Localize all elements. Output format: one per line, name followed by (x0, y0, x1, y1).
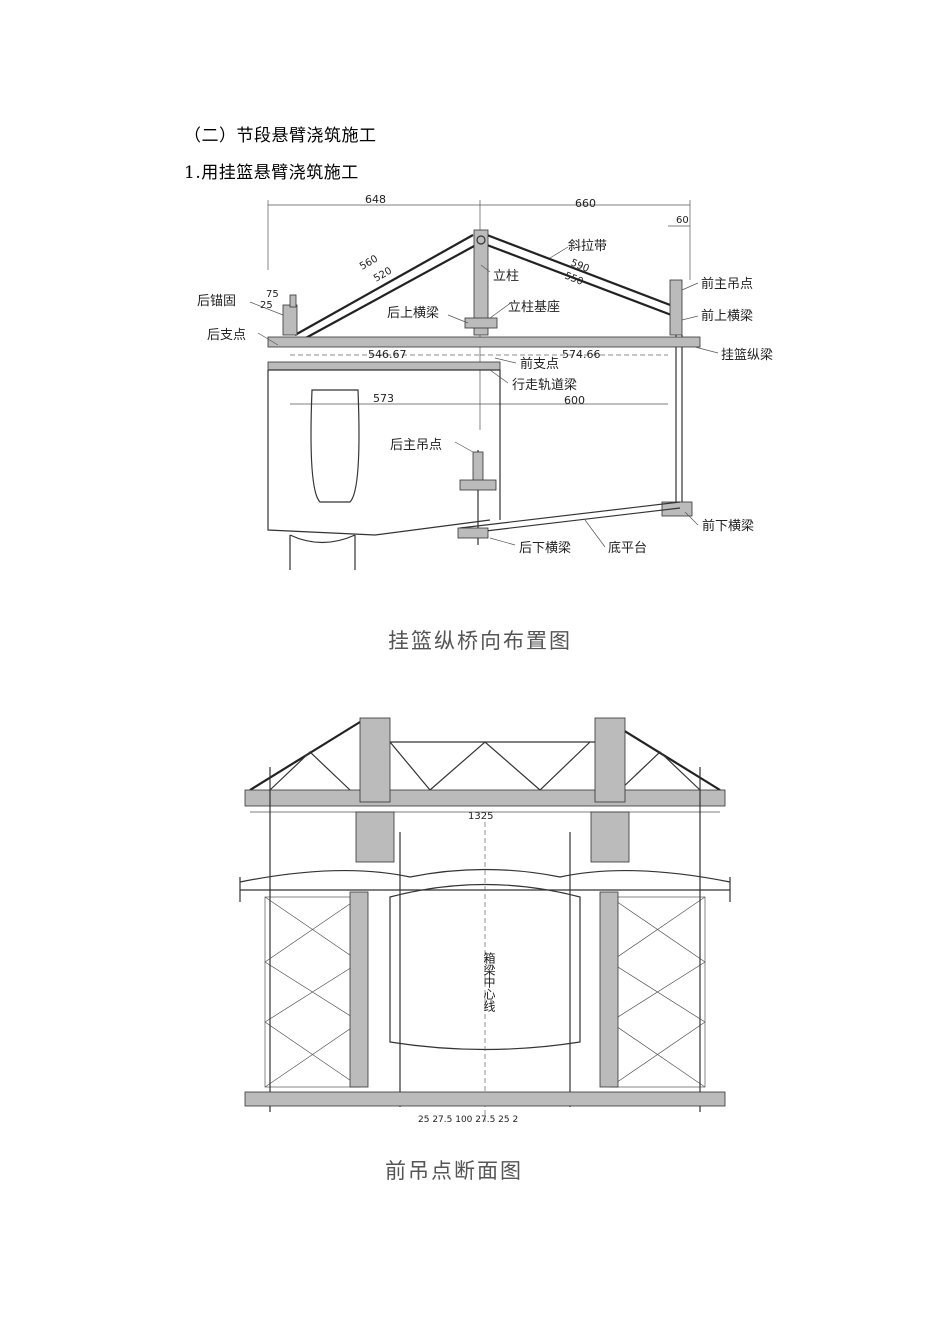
front-upper-beam (244, 789, 726, 807)
column (473, 229, 489, 336)
dim-560: 560 (358, 254, 380, 273)
label-column-base: 立柱基座 (508, 300, 560, 315)
label-rear-anchor: 后锚固 (197, 294, 236, 309)
inner-box (389, 883, 581, 1051)
column-left (359, 717, 391, 803)
label-rear-main-hanger: 后主吊点 (390, 438, 442, 453)
dim-75: 75 (266, 289, 279, 300)
label-longitudinal-beam: 挂篮纵梁 (721, 348, 773, 363)
front-lower-beam (244, 1091, 726, 1107)
bottom-platform (459, 501, 681, 535)
girder-segment (267, 369, 501, 536)
label-track-beam: 行走轨道梁 (512, 378, 577, 393)
label-column: 立柱 (493, 269, 519, 284)
label-front-main-hanger: 前主吊点 (701, 276, 753, 292)
label-front-lower-beam: 前下横梁 (702, 518, 754, 534)
box-center-line-label: 箱梁中心线 (482, 951, 496, 1012)
front-main-hanger (669, 279, 683, 336)
figure1-caption: 挂篮纵桥向布置图 (388, 629, 572, 653)
longitudinal-layout-drawing: 648 660 60 560 520 590 550 75 25 546.67 … (197, 193, 773, 570)
dim-546-67: 546.67 (368, 348, 407, 361)
label-front-support: 前支点 (520, 356, 559, 372)
dim-1325: 1325 (468, 811, 493, 822)
cross-section-drawing: 1325 箱梁中心线 25 27.5 100 27.5 25 2 (239, 717, 731, 1125)
label-rear-support: 后支点 (207, 328, 246, 343)
dim-574-66: 574.66 (562, 348, 601, 361)
dim-573: 573 (373, 392, 394, 405)
track-beam (267, 361, 501, 371)
sub-heading: 1.用挂篮悬臂浇筑施工 (184, 163, 359, 183)
rear-lower-beam (457, 527, 489, 539)
rear-main-hanger (459, 479, 497, 491)
column-right (594, 717, 626, 803)
dim-550: 550 (563, 271, 585, 288)
dim-648: 648 (365, 193, 386, 206)
dim-25: 25 (260, 300, 273, 311)
figure2-caption: 前吊点断面图 (385, 1159, 523, 1183)
bottom-dims: 25 27.5 100 27.5 25 2 (418, 1115, 518, 1125)
label-bottom-platform: 底平台 (608, 540, 647, 556)
dim-60: 60 (676, 215, 689, 226)
label-rear-lower-beam: 后下横梁 (519, 541, 571, 556)
dim-660: 660 (575, 197, 596, 210)
label-stay-band: 斜拉带 (568, 239, 607, 254)
dim-600: 600 (564, 394, 585, 407)
label-front-upper-beam: 前上横梁 (701, 308, 753, 324)
section-heading: （二）节段悬臂浇筑施工 (184, 126, 377, 146)
longitudinal-beam (267, 336, 701, 348)
label-rear-upper-beam: 后上横梁 (387, 306, 439, 321)
rear-anchor (282, 304, 298, 336)
